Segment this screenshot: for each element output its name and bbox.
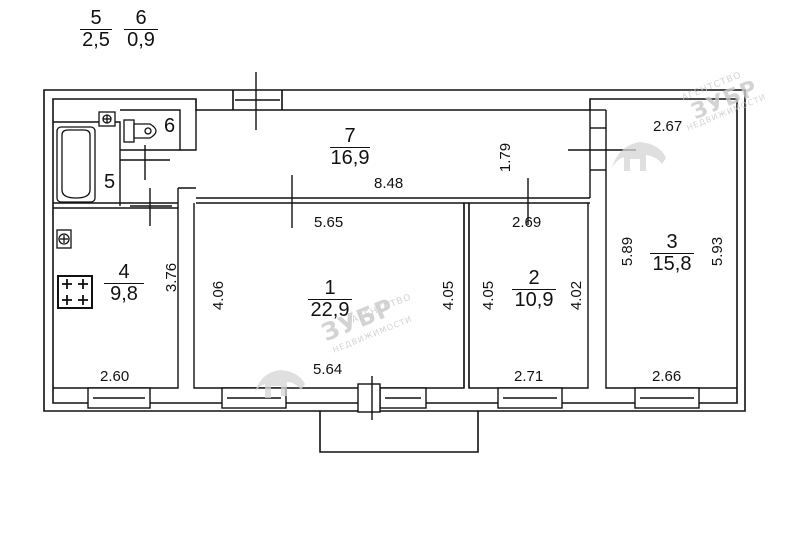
wc-walls [120,109,181,151]
bath-walls [53,121,121,206]
watermark-logo-1 [255,370,305,398]
room-6-label: 6 [164,115,176,137]
room1-room2-partition [463,203,470,388]
room-5-label: 5 [104,171,116,193]
dim-r2-right: 4.02 [568,280,586,311]
dim-r3-left: 5.89 [619,236,637,267]
service-wall [180,110,197,151]
dim-r2-top: 2.69 [512,214,542,231]
dim-r7-length: 8.48 [374,175,404,192]
room-2-label: 2 10,9 [512,268,556,311]
dim-r1-right: 4.05 [440,280,458,311]
room-7-label: 7 16,9 [330,125,370,169]
legend-room5: 5 2,5 [80,8,112,51]
dim-r4-bottom: 2.60 [100,368,130,385]
hall-wall [177,187,196,208]
stove [57,275,93,309]
dim-r1-left: 4.06 [210,280,228,311]
watermark-logo-2 [612,142,666,171]
room-1-label: 1 22,9 [308,278,352,321]
dim-r1-bottom: 5.64 [313,361,343,378]
room-3-label: 3 15,8 [650,232,694,275]
stove-burners [62,279,88,305]
legend-room6: 6 0,9 [124,8,158,51]
dim-r3-bottom: 2.66 [652,368,682,385]
dim-r1-top: 5.65 [314,214,344,231]
dim-r2-bottom: 2.71 [514,368,544,385]
toilet-tank [123,119,135,143]
dim-r3-right: 5.93 [709,236,727,267]
dim-r7-width: 1.79 [497,142,515,173]
balcony [319,411,479,453]
outer-wall [43,89,746,412]
dim-r3-top: 2.67 [653,118,683,135]
entry-opening [232,90,283,110]
room-4-label: 4 9,8 [104,262,144,305]
balcony-door [357,383,381,413]
dim-r2-left: 4.05 [480,280,498,311]
dim-r4-right: 3.76 [163,262,181,293]
